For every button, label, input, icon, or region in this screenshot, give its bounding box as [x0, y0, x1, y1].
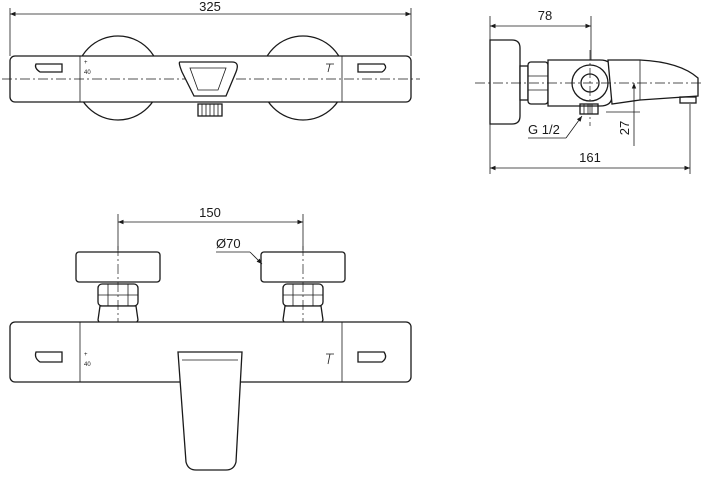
spout-front: [177, 351, 243, 471]
dim-label-connection-spacing: 150: [199, 205, 221, 220]
dim-label-outlet-height: 27: [617, 121, 632, 135]
front-view: 150 Ø70 + 40: [9, 205, 412, 471]
front-end-cap-left: [34, 351, 63, 363]
front-temp-scale-40: 40: [84, 362, 91, 368]
thread-nut-side: [579, 103, 599, 115]
aerator: [679, 96, 697, 104]
flow-symbol: [326, 63, 334, 73]
dim-label-side-total: 161: [579, 150, 601, 165]
spout-top: [178, 61, 238, 97]
dim-label-thread: G 1/2: [528, 122, 560, 137]
dim-label-side-depth: 78: [538, 8, 552, 23]
top-view: 325 + 40: [2, 0, 420, 121]
front-end-cap-right: [357, 351, 387, 363]
leader-thread: [565, 115, 583, 139]
end-cap-left: [34, 63, 63, 73]
front-temp-scale-plus: +: [84, 352, 88, 358]
temp-scale-plus: +: [84, 60, 88, 66]
wall-rosette-side: [489, 39, 521, 125]
side-view: 78 27 G 1/2 1: [475, 8, 702, 174]
front-flow-symbol: [326, 353, 334, 365]
dim-label-overall-width: 325: [199, 0, 221, 14]
spout-side: [607, 59, 699, 105]
temp-scale-40: 40: [84, 70, 91, 76]
dim-label-handle-diameter: Ø70: [216, 236, 241, 251]
end-cap-right: [357, 63, 387, 73]
leader-diameter: [249, 251, 263, 265]
